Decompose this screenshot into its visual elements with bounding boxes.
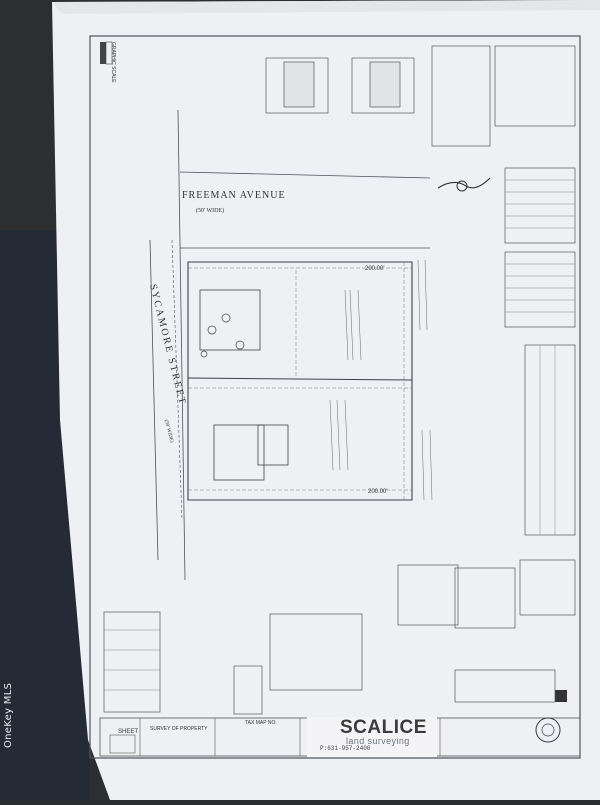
dimension-bottom: 200.00' xyxy=(368,489,388,495)
survey-title: SURVEY OF PROPERTY xyxy=(150,726,208,732)
company-tagline: land surveying xyxy=(346,736,410,746)
sheet-label: SHEET xyxy=(118,729,138,735)
company-phone: P:631-957-2400 xyxy=(320,745,371,752)
street-name-freeman: FREEMAN AVENUE xyxy=(182,190,286,201)
dimension-top: 200.00' xyxy=(365,266,385,272)
watermark-text: OneKey MLS xyxy=(3,682,14,748)
graphic-scale: GRAPHIC SCALE xyxy=(100,41,116,83)
street-width-sycamore: (50' WIDE) xyxy=(163,419,174,443)
street-width-freeman: (50' WIDE) xyxy=(196,207,224,214)
graphic-scale-label: GRAPHIC SCALE xyxy=(110,42,116,83)
north-arrow-icon xyxy=(437,177,491,192)
freeman-avenue: FREEMAN AVENUE (50' WIDE) xyxy=(179,171,431,249)
tax-map-label: TAX MAP NO. xyxy=(245,720,277,726)
company-brand-area xyxy=(307,717,437,757)
company-name: SCALICE xyxy=(340,717,427,738)
lot-boundaries: 200.00' 200.00' xyxy=(187,259,433,501)
legend-tables xyxy=(103,45,576,715)
